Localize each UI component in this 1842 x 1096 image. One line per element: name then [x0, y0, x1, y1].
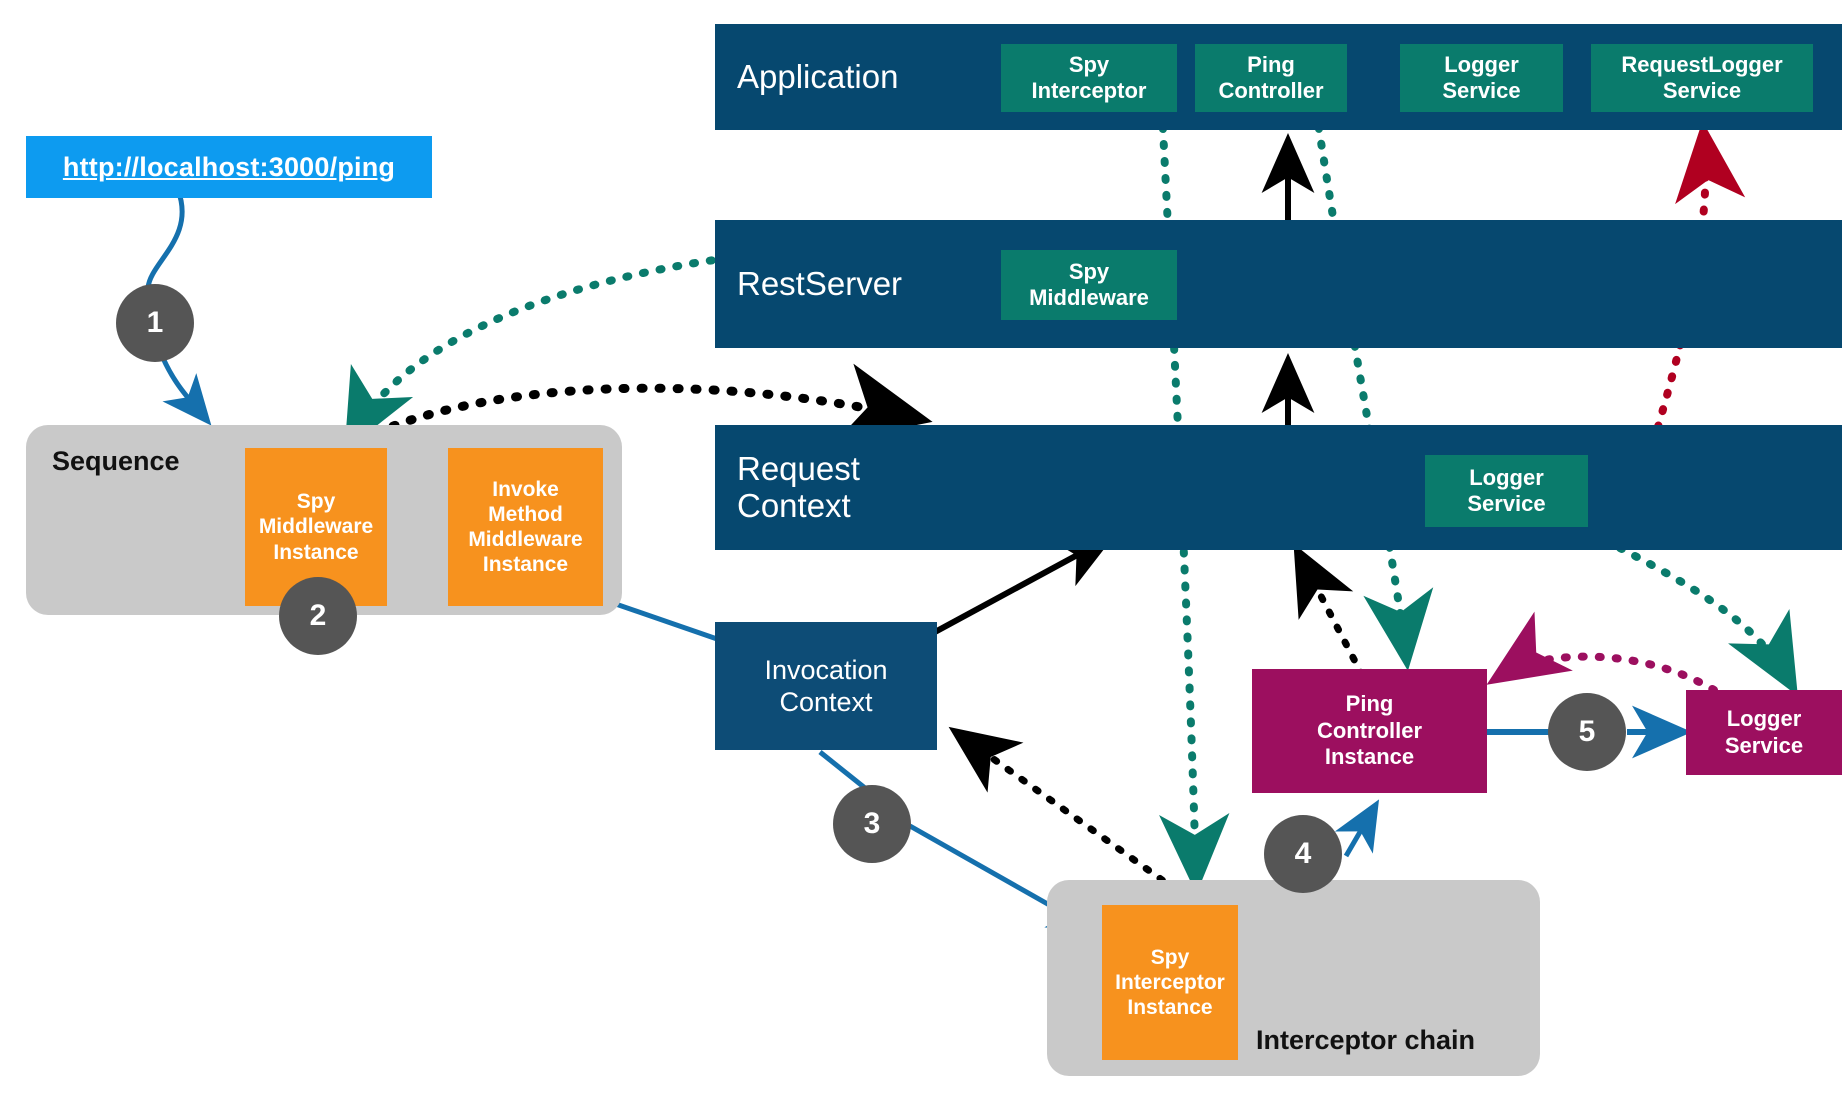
- instance-invoke-method-middleware[interactable]: Invoke Method Middleware Instance: [448, 448, 603, 606]
- step-badge-4: 4: [1264, 815, 1342, 893]
- container-request-context-title: Request Context: [737, 449, 860, 524]
- container-rest-server-title: RestServer: [737, 264, 903, 302]
- arrow-logger-to-ping-instance: [1486, 611, 1718, 694]
- arrow-spy-middleware-to-instance: [344, 241, 1004, 452]
- step-badge-2: 2: [279, 577, 357, 655]
- arrow-ping-controller-binding: [1312, 106, 1434, 671]
- arrow-spy-interceptor-to-invocationctx: [948, 726, 1194, 904]
- arrow-url-to-sequence: [145, 189, 185, 289]
- arrow-invocationctx-to-requestctx: [933, 534, 1116, 635]
- arrow-url-to-sequence-tail: [160, 356, 212, 426]
- component-requestlogger-service[interactable]: RequestLogger Service: [1591, 44, 1813, 112]
- instance-ping-controller[interactable]: Ping Controller Instance: [1252, 669, 1487, 793]
- container-rest-server: RestServer: [715, 220, 1842, 348]
- group-sequence-label: Sequence: [52, 446, 180, 476]
- component-spy-interceptor[interactable]: Spy Interceptor: [1001, 44, 1177, 112]
- step-badge-1: 1: [116, 284, 194, 362]
- step-badge-5: 5: [1548, 693, 1626, 771]
- component-request-context-logger-service[interactable]: Logger Service: [1425, 455, 1588, 527]
- node-invocation-context[interactable]: Invocation Context: [715, 622, 937, 750]
- component-logger-service[interactable]: Logger Service: [1400, 44, 1563, 112]
- group-interceptor-chain-label: Interceptor chain: [1256, 1025, 1476, 1055]
- instance-logger-service[interactable]: Logger Service: [1686, 690, 1842, 775]
- instance-spy-interceptor[interactable]: Spy Interceptor Instance: [1102, 905, 1238, 1060]
- component-ping-controller[interactable]: Ping Controller: [1195, 44, 1347, 112]
- arrow-restserver-to-sequence: [355, 363, 933, 445]
- arrow-spy-interceptor-to-ping-instance-tail: [1334, 799, 1380, 858]
- url-chip-label: http://localhost:3000/ping: [62, 151, 396, 182]
- container-request-context: Request Context: [715, 425, 1842, 550]
- component-spy-middleware[interactable]: Spy Middleware: [1001, 250, 1177, 320]
- step-badge-3: 3: [833, 785, 911, 863]
- container-application-title: Application: [737, 57, 899, 95]
- url-chip[interactable]: http://localhost:3000/ping: [26, 136, 432, 198]
